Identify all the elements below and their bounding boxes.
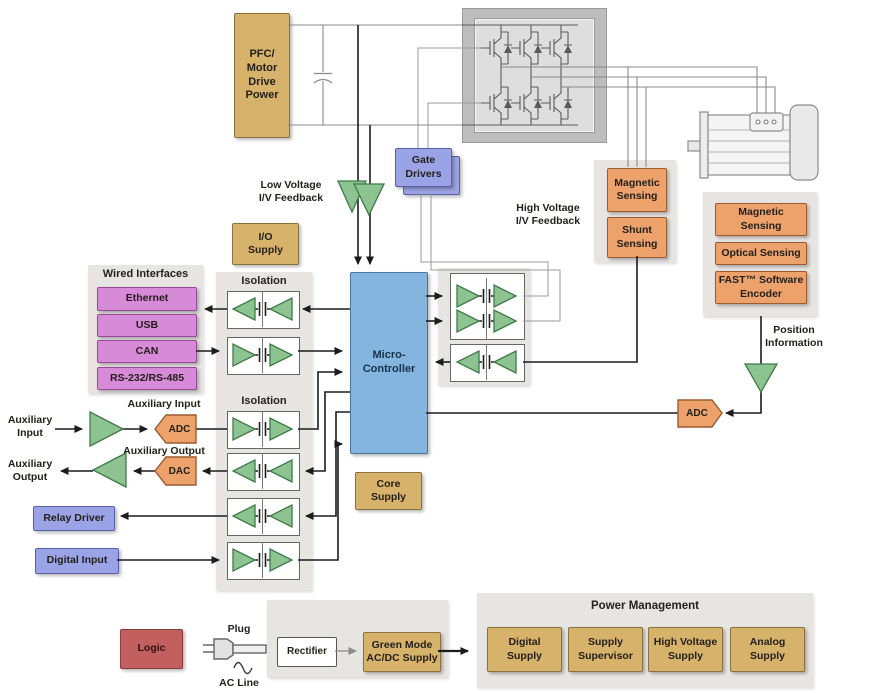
position-magnetic-sensing-block[interactable]: Magnetic Sensing bbox=[715, 203, 807, 236]
usb-block[interactable]: USB bbox=[97, 314, 197, 337]
rectifier-block[interactable]: Rectifier bbox=[277, 637, 337, 667]
relay-driver-block[interactable]: Relay Driver bbox=[33, 506, 115, 531]
aux-adc-label[interactable]: ADC bbox=[168, 423, 191, 435]
lv-feedback-amp-icon bbox=[336, 180, 368, 214]
auxiliary-input-label: Auxiliary Input bbox=[127, 398, 201, 410]
capacitor-icon bbox=[313, 72, 333, 84]
low-voltage-feedback-label: Low Voltage I/V Feedback bbox=[258, 179, 324, 205]
digital-input-block[interactable]: Digital Input bbox=[35, 548, 119, 574]
io-supply-block[interactable]: I/O Supply bbox=[232, 223, 299, 265]
position-information-label: Position Information bbox=[765, 324, 823, 350]
micro-controller-block[interactable]: Micro- Controller bbox=[350, 272, 428, 454]
optical-sensing-block[interactable]: Optical Sensing bbox=[715, 242, 807, 265]
lv-feedback-amp-icon bbox=[352, 183, 386, 217]
can-block[interactable]: CAN bbox=[97, 340, 197, 363]
aux-input-amp-icon bbox=[89, 410, 125, 448]
isolation-channel-box bbox=[227, 291, 300, 329]
auxiliary-output-port-label: Auxiliary Output bbox=[7, 458, 53, 484]
high-voltage-feedback-label: High Voltage I/V Feedback bbox=[515, 202, 581, 228]
dc-bus-wires bbox=[288, 24, 462, 126]
pfc-motor-drive-power-block[interactable]: PFC/ Motor Drive Power bbox=[234, 13, 290, 138]
rs232-rs485-block[interactable]: RS-232/RS-485 bbox=[97, 367, 197, 390]
ac-line-label: AC Line bbox=[219, 677, 259, 689]
motor-icon bbox=[687, 104, 819, 181]
pwm-isolation-box bbox=[450, 273, 525, 340]
gate-drivers-block[interactable]: Gate Drivers bbox=[395, 148, 452, 187]
isolation-channel-box bbox=[227, 498, 300, 536]
ethernet-block[interactable]: Ethernet bbox=[97, 287, 197, 311]
isolation-title-lower: Isolation bbox=[241, 395, 287, 407]
hv-magnetic-sensing-block[interactable]: Magnetic Sensing bbox=[607, 168, 667, 212]
position-amp-icon bbox=[743, 363, 779, 394]
digital-supply-block[interactable]: Digital Supply bbox=[487, 627, 562, 672]
logic-block[interactable]: Logic bbox=[120, 629, 183, 669]
fast-software-encoder-block[interactable]: FAST™ Software Encoder bbox=[715, 271, 807, 304]
isolation-channel-box bbox=[227, 542, 300, 580]
aux-dac-label[interactable]: DAC bbox=[168, 465, 191, 477]
position-adc-label[interactable]: ADC bbox=[686, 408, 708, 419]
inverter-bridge-module[interactable] bbox=[474, 18, 595, 133]
plug-icon bbox=[203, 638, 267, 660]
isolation-channel-box bbox=[227, 411, 300, 449]
wired-interfaces-title: Wired Interfaces bbox=[102, 268, 189, 280]
green-mode-acdc-supply-block[interactable]: Green Mode AC/DC Supply bbox=[363, 632, 441, 672]
high-voltage-supply-block[interactable]: High Voltage Supply bbox=[648, 627, 723, 672]
isolation-channel-box bbox=[227, 453, 300, 491]
feedback-isolation-box bbox=[450, 344, 525, 382]
isolation-channel-box bbox=[227, 337, 300, 375]
analog-supply-block[interactable]: Analog Supply bbox=[730, 627, 805, 672]
auxiliary-input-port-label: Auxiliary Input bbox=[7, 414, 53, 440]
supply-supervisor-block[interactable]: Supply Supervisor bbox=[568, 627, 643, 672]
ac-sine-icon bbox=[233, 661, 253, 675]
shunt-sensing-block[interactable]: Shunt Sensing bbox=[607, 217, 667, 258]
power-management-title: Power Management bbox=[591, 600, 699, 612]
core-supply-block[interactable]: Core Supply bbox=[355, 472, 422, 510]
isolation-title-upper: Isolation bbox=[241, 275, 287, 287]
auxiliary-output-label: Auxiliary Output bbox=[123, 445, 205, 457]
plug-label: Plug bbox=[227, 623, 251, 635]
